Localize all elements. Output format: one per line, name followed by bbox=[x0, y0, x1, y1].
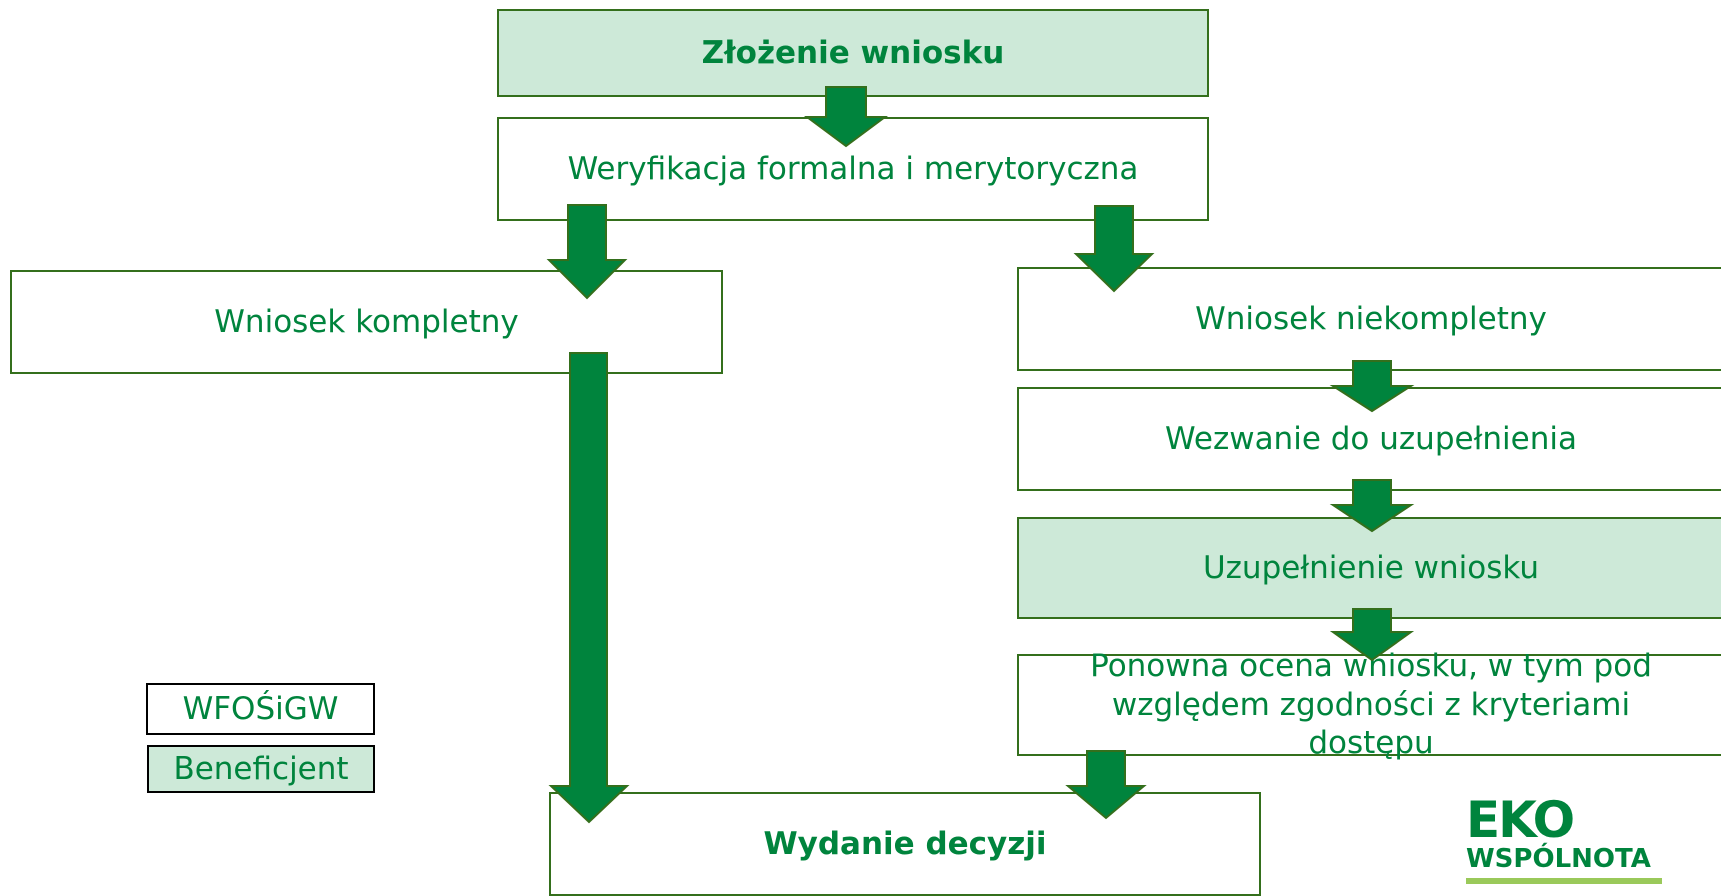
step-complete-label: Wniosek kompletny bbox=[214, 303, 519, 340]
step-submit-label: Złożenie wniosku bbox=[701, 34, 1005, 71]
step-verification-label: Weryfikacja formalna i merytoryczna bbox=[567, 150, 1139, 187]
flow-arrows bbox=[546, 86, 1415, 824]
step-incomplete-label: Wniosek niekompletny bbox=[1195, 300, 1547, 337]
step-reassessment: Ponowna ocena wniosku, w tym pod względe… bbox=[1017, 648, 1721, 761]
logo-eko-text: EKO bbox=[1466, 791, 1575, 849]
step-supplement-application: Uzupełnienie wniosku bbox=[1017, 517, 1721, 619]
step-incomplete-application: Wniosek niekompletny bbox=[1017, 267, 1721, 371]
legend-wfosigw-label: WFOŚiGW bbox=[182, 691, 339, 727]
arrow-complete-to-decision bbox=[548, 352, 630, 824]
step-supplement-label: Uzupełnienie wniosku bbox=[1202, 549, 1540, 586]
arrow-incomplete-to-call bbox=[1329, 360, 1415, 413]
arrow-call-to-supplement bbox=[1329, 479, 1415, 533]
legend-wfosigw: WFOŚiGW bbox=[146, 683, 375, 735]
legend-beneficjent: Beneficjent bbox=[147, 745, 375, 793]
logo-underline bbox=[1466, 878, 1662, 884]
arrow-submit-to-verify bbox=[803, 86, 889, 148]
arrow-verify-to-complete bbox=[546, 204, 628, 300]
step-submit-application: Złożenie wniosku bbox=[497, 9, 1209, 97]
arrow-verify-to-incomplete bbox=[1073, 205, 1155, 293]
logo-wspolnota-text: WSPÓLNOTA bbox=[1466, 844, 1651, 874]
step-call-label: Wezwanie do uzupełnienia bbox=[1165, 420, 1577, 457]
arrow-reassess-to-decision bbox=[1065, 750, 1147, 820]
arrow-supplement-to-reassess bbox=[1329, 608, 1415, 662]
legend-beneficjent-label: Beneficjent bbox=[173, 751, 349, 787]
step-decision-label: Wydanie decyzji bbox=[763, 825, 1047, 862]
